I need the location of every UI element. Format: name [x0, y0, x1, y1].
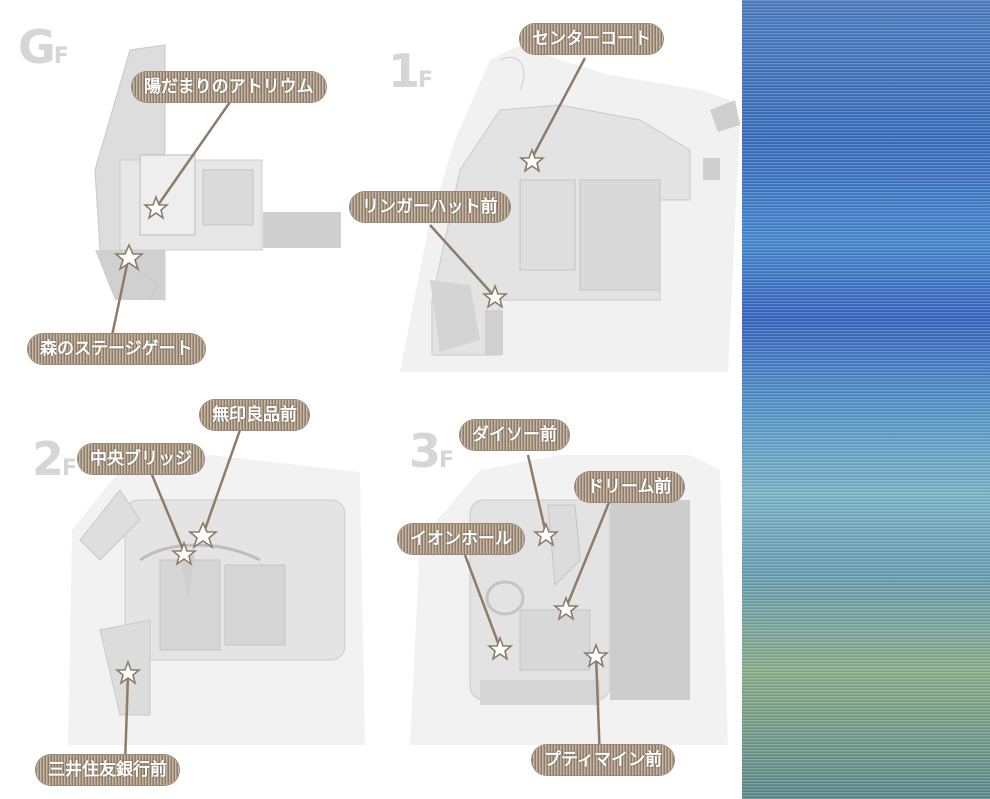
callout-dream[interactable]: ドリーム前 [575, 472, 684, 502]
floor-label-1f: 1F [388, 44, 433, 98]
star-icon [486, 635, 514, 661]
callout-hidamari-atrium[interactable]: 陽だまりのアトリウム [132, 72, 326, 102]
leader-lines [108, 57, 612, 766]
callout-smbc[interactable]: 三井住友銀行前 [36, 755, 179, 785]
side-photo [742, 0, 990, 799]
star-icon [582, 642, 610, 668]
star-icon [532, 521, 560, 547]
star-icon [481, 283, 509, 309]
callout-center-court[interactable]: センターコート [520, 24, 663, 54]
star-icon [170, 540, 198, 566]
star-icon [518, 147, 546, 173]
star-icon [113, 243, 145, 271]
gf-floor-plan [94, 44, 341, 301]
floor-label-2f: 2F [32, 432, 77, 486]
callout-mori-stage-gate[interactable]: 森のステージゲート [28, 334, 205, 364]
star-icon [552, 595, 580, 621]
star-icon [142, 194, 170, 220]
star-icon [187, 521, 219, 549]
callout-chuo-bridge[interactable]: 中央ブリッジ [78, 444, 204, 474]
floor-label-gf: GF [18, 20, 69, 74]
callout-muji[interactable]: 無印良品前 [200, 400, 309, 430]
callout-aeon-hall[interactable]: イオンホール [398, 524, 524, 554]
star-icon [114, 659, 142, 685]
callout-petit-main[interactable]: プティマイン前 [532, 745, 674, 775]
callout-daiso[interactable]: ダイソー前 [460, 420, 569, 450]
callout-ringer-hut[interactable]: リンガーハット前 [350, 192, 510, 222]
floor-label-3f: 3F [409, 424, 454, 478]
2f-floor-plan [68, 455, 365, 745]
spot-markers [113, 147, 610, 685]
